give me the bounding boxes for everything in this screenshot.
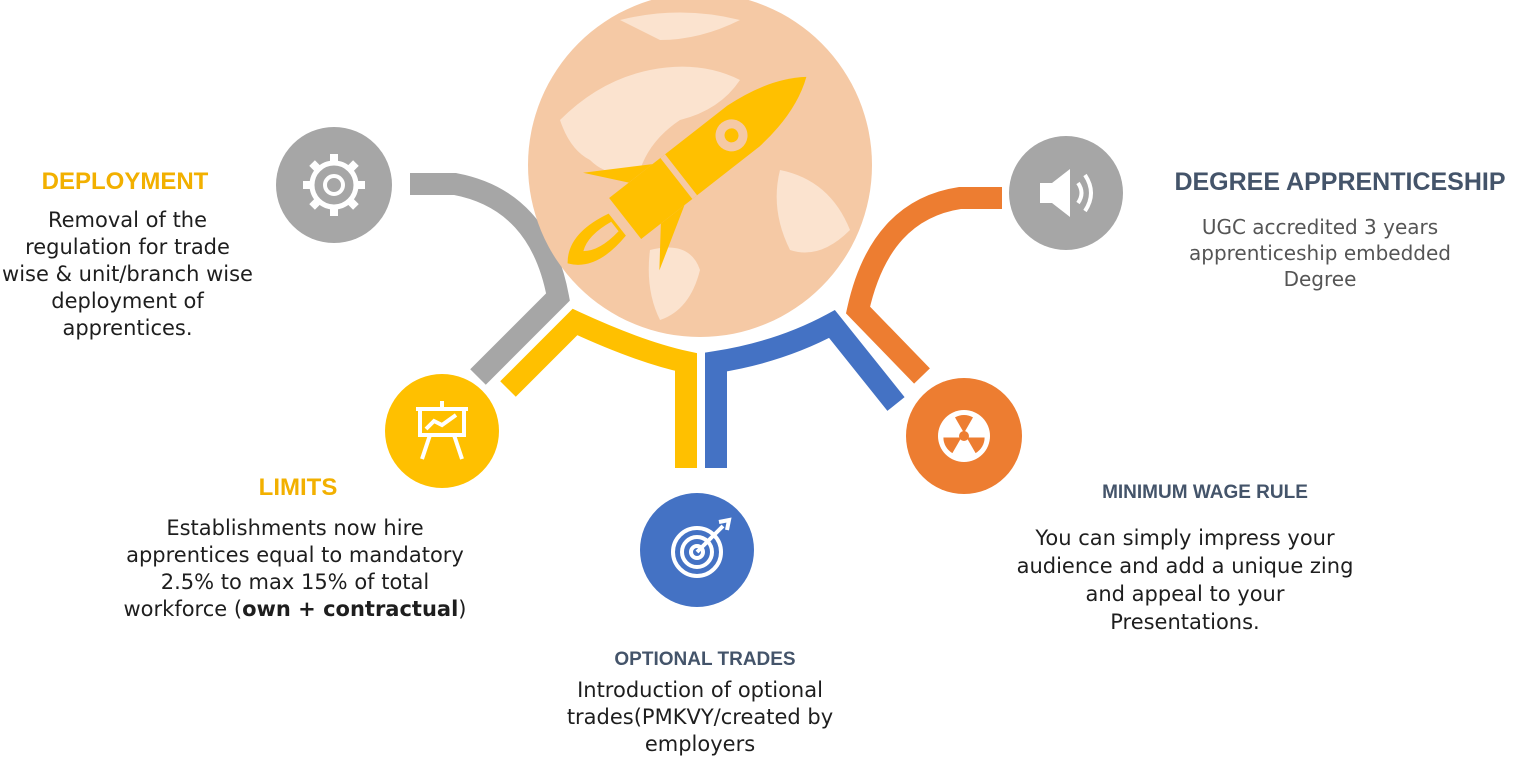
speaker-cone — [1040, 169, 1070, 217]
target-icon — [671, 517, 732, 578]
limits-description: Establishments now hire apprentices equa… — [120, 515, 470, 623]
gray-connector — [410, 173, 570, 385]
optional-trades-title: OPTIONAL TRADES — [614, 649, 796, 670]
gear-icon-circle — [276, 127, 392, 243]
speaker-wave-2 — [1083, 173, 1093, 213]
globe-land-east — [776, 170, 850, 253]
speaker-wave-1 — [1076, 181, 1084, 205]
limits-description-lead: Establishments now hire apprentices equa… — [123, 516, 464, 621]
rocket-window-inner — [724, 128, 739, 143]
gear-icon — [303, 154, 365, 216]
board-circle-bg — [385, 374, 499, 488]
speaker-icon-circle — [1009, 136, 1123, 250]
board-icon-circle — [385, 374, 499, 488]
blue-connector — [705, 309, 905, 468]
target-icon-circle — [640, 493, 754, 607]
globe-land-arctic — [620, 12, 740, 40]
radiation-icon — [938, 410, 990, 462]
rocket-fin-top — [583, 164, 653, 183]
limits-description-bold: own + contractual — [242, 597, 459, 621]
deployment-description: Removal of the regulation for trade wise… — [2, 208, 253, 340]
gear-circle-bg — [276, 127, 392, 243]
rocket-stripe — [660, 154, 698, 199]
degree-apprenticeship-title: DEGREE APPRENTICESHIP — [1174, 168, 1506, 196]
radiation-icon-circle — [906, 378, 1022, 494]
yellow-connector — [500, 308, 697, 468]
rocket-flame-inner — [583, 221, 619, 252]
orange-connector — [845, 187, 1002, 384]
gear-teeth — [303, 154, 365, 216]
optional-trades-description: Introduction of optional trades(PMKVY/cr… — [566, 678, 834, 756]
limits-description-tail: ) — [458, 597, 467, 621]
gear-hub — [323, 174, 345, 196]
rocket-body — [609, 76, 807, 239]
minimum-wage-rule-title: MINIMUM WAGE RULE — [1102, 482, 1308, 503]
rocket-icon — [567, 76, 807, 271]
connector-group — [410, 173, 1002, 468]
speaker-icon — [1040, 169, 1093, 217]
globe-land-south — [648, 247, 700, 320]
presentation-board-icon — [416, 401, 468, 460]
limits-title: LIMITS — [258, 474, 338, 501]
globe-land-north — [560, 66, 740, 174]
minimum-wage-rule-description: You can simply impress your audience and… — [1016, 526, 1354, 634]
degree-apprenticeship-description: UGC accredited 3 years apprenticeship em… — [1189, 215, 1451, 291]
deployment-title: DEPLOYMENT — [41, 168, 209, 195]
